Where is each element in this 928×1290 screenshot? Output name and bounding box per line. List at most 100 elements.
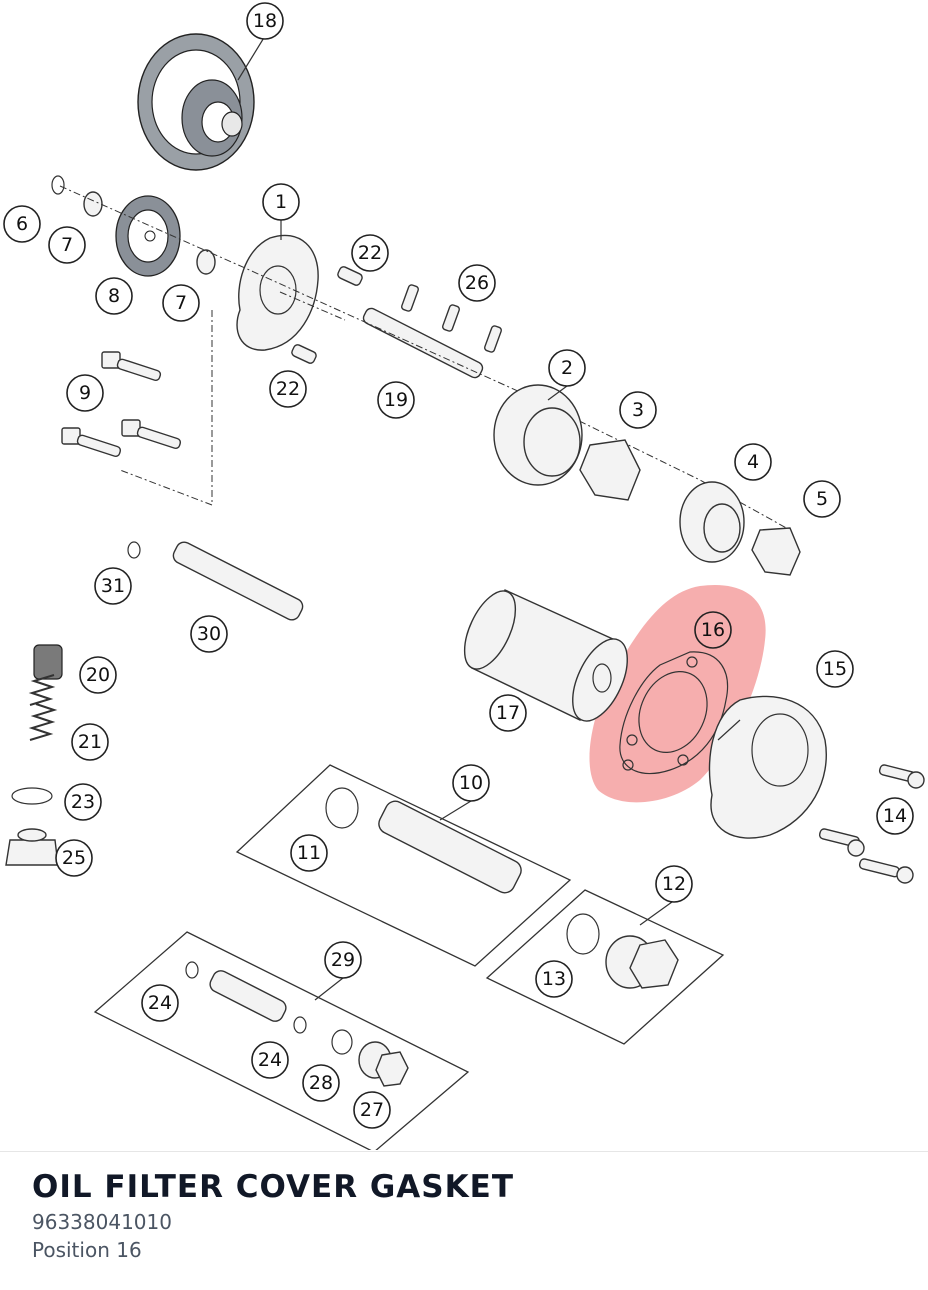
pump-shaft-part [362, 307, 484, 379]
callout-29[interactable]: 29 [324, 941, 362, 979]
callout-13[interactable]: 13 [535, 960, 573, 998]
drain-plug-part [358, 1041, 409, 1087]
svg-text:30: 30 [197, 623, 221, 645]
callout-19[interactable]: 19 [377, 381, 415, 419]
part-number: 96338041010 [32, 1210, 172, 1234]
svg-text:7: 7 [61, 234, 73, 256]
o-ring-part [185, 961, 199, 979]
callout-18[interactable]: 18 [246, 2, 284, 40]
svg-text:1: 1 [275, 191, 287, 213]
svg-text:13: 13 [542, 968, 566, 990]
svg-text:20: 20 [86, 664, 110, 686]
svg-text:4: 4 [747, 451, 759, 473]
strainer-part [209, 970, 287, 1022]
svg-text:16: 16 [701, 619, 725, 641]
callout-22[interactable]: 22 [269, 370, 307, 408]
callout-1[interactable]: 1 [262, 183, 300, 221]
svg-text:28: 28 [309, 1072, 333, 1094]
callout-24[interactable]: 24 [141, 984, 179, 1022]
callout-5[interactable]: 5 [803, 480, 841, 518]
svg-text:22: 22 [276, 378, 300, 400]
callout-31[interactable]: 31 [94, 567, 132, 605]
callout-27[interactable]: 27 [353, 1091, 391, 1129]
callout-30[interactable]: 30 [190, 615, 228, 653]
svg-text:24: 24 [258, 1049, 282, 1071]
callout-21[interactable]: 21 [71, 723, 109, 761]
callout-14[interactable]: 14 [876, 797, 914, 835]
svg-text:26: 26 [465, 272, 489, 294]
svg-text:7: 7 [175, 292, 187, 314]
inner-rotor-part [751, 527, 801, 576]
callout-25[interactable]: 25 [55, 839, 93, 877]
o-ring-part [325, 787, 359, 829]
dowel-part [291, 344, 317, 364]
callout-7[interactable]: 7 [48, 226, 86, 264]
rotor-part [679, 481, 745, 563]
o-ring-part [331, 1029, 353, 1055]
o-ring-part [127, 541, 141, 559]
callout-12[interactable]: 12 [655, 865, 693, 903]
bolt-part [61, 351, 182, 458]
pin-part [442, 304, 460, 332]
svg-text:12: 12 [662, 873, 686, 895]
svg-text:10: 10 [459, 772, 483, 794]
rotor-part [493, 384, 583, 486]
callout-11[interactable]: 11 [290, 834, 328, 872]
svg-text:27: 27 [360, 1099, 384, 1121]
bypass-valve-stack-part [5, 644, 63, 866]
leader-lines [237, 35, 741, 1001]
callout-6[interactable]: 6 [3, 205, 41, 243]
svg-text:18: 18 [253, 10, 277, 32]
pin-part [401, 284, 419, 312]
double-gear-part [137, 33, 255, 171]
valve-tube-part [172, 541, 304, 621]
svg-text:22: 22 [358, 242, 382, 264]
callout-2[interactable]: 2 [548, 349, 586, 387]
o-ring-part [566, 913, 600, 955]
callout-22[interactable]: 22 [351, 234, 389, 272]
oil-filter-cover-part [708, 695, 827, 839]
diagram-canvas: 18 1 6 7 8 7 22 26 9 22 19 2 3 4 5 31 30… [3, 2, 925, 1150]
svg-text:2: 2 [561, 357, 573, 379]
part-info-panel: OIL FILTER COVER GASKET 96338041010 Posi… [32, 1166, 902, 1264]
oil-filter-part [463, 589, 628, 722]
svg-text:5: 5 [816, 488, 828, 510]
callouts: 18 1 6 7 8 7 22 26 9 22 19 2 3 4 5 31 30… [3, 2, 914, 1129]
strainer-part [378, 800, 522, 894]
callout-20[interactable]: 20 [79, 656, 117, 694]
callout-26[interactable]: 26 [458, 264, 496, 302]
svg-text:25: 25 [62, 847, 86, 869]
svg-text:14: 14 [883, 805, 907, 827]
svg-text:31: 31 [101, 575, 125, 597]
pump-housing-part [236, 234, 319, 351]
panel-divider [0, 1151, 928, 1152]
callout-24[interactable]: 24 [251, 1041, 289, 1079]
callout-23[interactable]: 23 [64, 783, 102, 821]
svg-text:11: 11 [297, 842, 321, 864]
svg-text:21: 21 [78, 731, 102, 753]
svg-text:9: 9 [79, 382, 91, 404]
dowel-part [337, 266, 363, 286]
callout-17[interactable]: 17 [489, 694, 527, 732]
callout-7[interactable]: 7 [162, 284, 200, 322]
callout-15[interactable]: 15 [816, 650, 854, 688]
callout-10[interactable]: 10 [452, 764, 490, 802]
callout-28[interactable]: 28 [302, 1064, 340, 1102]
circlip-part [51, 175, 65, 195]
pump-gear-part [115, 195, 181, 277]
pin-part [484, 325, 502, 353]
callout-9[interactable]: 9 [66, 374, 104, 412]
svg-text:8: 8 [108, 285, 120, 307]
callout-3[interactable]: 3 [619, 391, 657, 429]
bolt-part [818, 764, 925, 884]
callout-4[interactable]: 4 [734, 443, 772, 481]
svg-text:24: 24 [148, 992, 172, 1014]
kit-frame-12 [485, 889, 725, 1045]
drain-plug-part [605, 935, 679, 989]
part-title: OIL FILTER COVER GASKET [32, 1169, 514, 1205]
part-position: Position 16 [32, 1238, 142, 1262]
callout-16[interactable]: 16 [694, 611, 732, 649]
exploded-parts-diagram: 18 1 6 7 8 7 22 26 9 22 19 2 3 4 5 31 30… [3, 2, 925, 1150]
callout-8[interactable]: 8 [95, 277, 133, 315]
gasket-part-16[interactable] [619, 651, 729, 775]
